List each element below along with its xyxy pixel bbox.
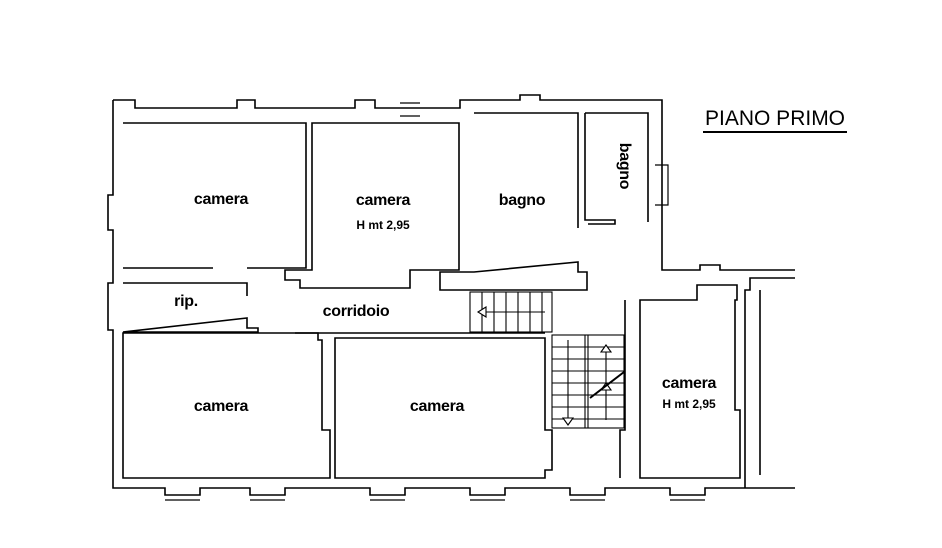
room-label-camera-s: camera (409, 398, 465, 415)
room-camera-e (619, 284, 741, 479)
outer-wall (107, 94, 795, 496)
room-camera-sw (122, 332, 331, 479)
room-height-camera-e: H mt 2,95 (662, 397, 716, 411)
room-height-camera-n: H mt 2,95 (356, 218, 410, 232)
room-label-bagno-small: bagno (616, 142, 633, 190)
room-label-rip: rip. (174, 293, 198, 310)
room-label-camera-nw: camera (193, 191, 249, 208)
floor-title: PIANO PRIMO (703, 107, 848, 133)
room-label-camera-e: camera (661, 375, 717, 392)
stairs-lower (551, 334, 625, 429)
room-bagno-small (584, 112, 649, 225)
room-rip (122, 282, 259, 333)
room-label-bagno-main: bagno (498, 192, 546, 209)
room-bagno-main (439, 112, 588, 291)
room-label-corridoio: corridoio (322, 303, 390, 320)
room-camera-n (284, 122, 460, 289)
stair-arrow-icon (561, 344, 613, 426)
stairs-upper (469, 291, 553, 333)
room-label-camera-sw: camera (193, 398, 249, 415)
room-camera-nw (123, 122, 307, 269)
room-label-camera-n: camera (355, 192, 411, 209)
room-camera-s (295, 332, 553, 479)
stair-arrow-icon (476, 306, 487, 318)
windows (165, 102, 705, 501)
